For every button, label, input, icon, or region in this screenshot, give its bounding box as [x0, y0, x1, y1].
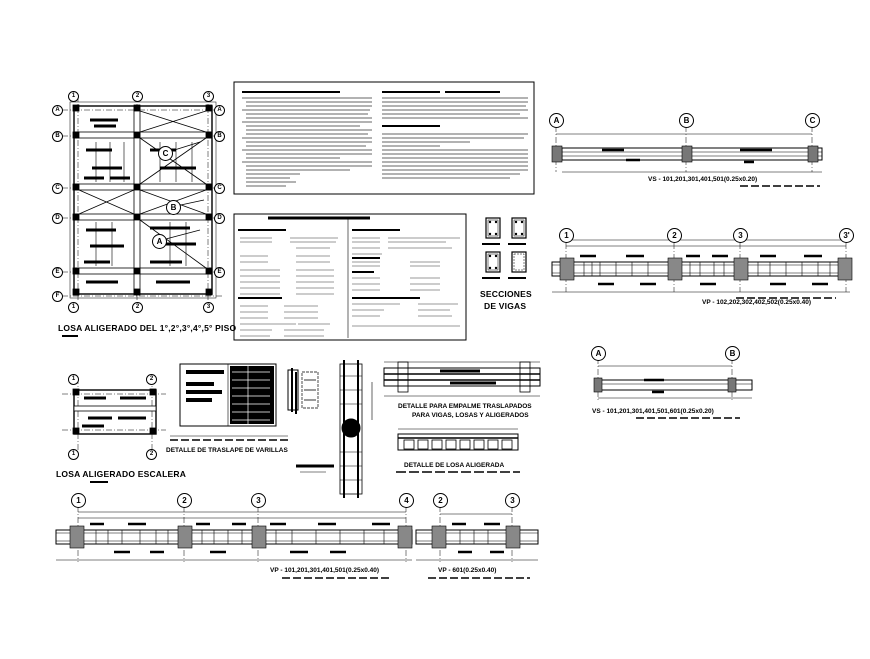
axis-bubble: 2 [433, 493, 448, 508]
losa-piso-title: LOSA ALIGERADO DEL 1°,2°,3°,4°,5° PISO [58, 323, 237, 333]
empalme-detail [383, 361, 541, 397]
axis-bubble: 1 [68, 449, 79, 460]
losa-aligerada-title: DETALLE DE LOSA ALIGERADA [404, 462, 505, 469]
secciones-title-1: SECCIONES [480, 289, 532, 299]
axis-bubble: A [52, 105, 63, 116]
empalme-title-1: DETALLE PARA EMPALME TRASLAPADOS [398, 403, 532, 410]
specs-box [233, 213, 467, 341]
vp-bottom-beam [55, 506, 413, 579]
column-sketches [287, 360, 373, 498]
axis-bubble: B [52, 131, 63, 142]
axis-bubble: B [725, 346, 740, 361]
axis-bubble: 3 [203, 91, 214, 102]
axis-bubble: C [214, 183, 225, 194]
losa-piso-plan [62, 96, 224, 302]
vp601-beam [415, 506, 539, 579]
axis-bubble: 3 [203, 302, 214, 313]
vs-small-title: VS - 101,201,301,401,501,601(0.25x0.20) [592, 408, 714, 415]
axis-bubble: A [549, 113, 564, 128]
callout-bubble: B [166, 200, 181, 215]
axis-bubble: E [52, 267, 63, 278]
vp601-title: VP - 601(0.25x0.40) [438, 567, 497, 574]
axis-bubble: 2 [177, 493, 192, 508]
axis-bubble: 2 [132, 302, 143, 313]
axis-bubble: F [52, 291, 63, 302]
axis-bubble: 1 [559, 228, 574, 243]
axis-bubble: C [52, 183, 63, 194]
axis-bubble: 1 [71, 493, 86, 508]
traslape-title: DETALLE DE TRASLAPE DE VARILLAS [166, 447, 288, 454]
axis-bubble: 3 [251, 493, 266, 508]
vs-small-beam [593, 358, 753, 419]
vs-top-beam [551, 126, 823, 187]
axis-bubble: 4 [399, 493, 414, 508]
losa-aligerada-detail [396, 428, 520, 473]
axis-bubble: 2 [146, 374, 157, 385]
axis-bubble: 1 [68, 302, 79, 313]
axis-bubble: 3 [733, 228, 748, 243]
empalme-title-2: PARA VIGAS, LOSAS Y ALIGERADOS [412, 412, 529, 419]
axis-bubble: 1 [68, 91, 79, 102]
secciones-vigas [482, 217, 527, 279]
axis-bubble: 2 [146, 449, 157, 460]
axis-bubble: E [214, 267, 225, 278]
losa-escalera-title: LOSA ALIGERADO ESCALERA [56, 469, 187, 479]
axis-bubble: D [214, 213, 225, 224]
axis-bubble: C [805, 113, 820, 128]
vp-bottom-title: VP - 101,201,301,401,501(0.25x0.40) [270, 567, 380, 574]
traslape-detail [170, 363, 288, 441]
axis-bubble: B [679, 113, 694, 128]
vp-right-beam [551, 232, 853, 299]
axis-bubble: 3' [839, 228, 854, 243]
axis-bubble: 2 [132, 91, 143, 102]
callout-bubble: A [152, 234, 167, 249]
secciones-title-2: DE VIGAS [484, 301, 527, 311]
vs-top-title: VS - 101,201,301,401,501(0.25x0.20) [648, 176, 758, 183]
vp-right-title: VP - 102,202,302,402,502(0.25x0.40) [702, 299, 812, 306]
axis-bubble: B [214, 131, 225, 142]
losa-escalera-plan [62, 378, 166, 450]
axis-bubble: D [52, 213, 63, 224]
callout-bubble: C [158, 146, 173, 161]
axis-bubble: A [214, 105, 225, 116]
axis-bubble: 2 [667, 228, 682, 243]
axis-bubble: 1 [68, 374, 79, 385]
axis-bubble: A [591, 346, 606, 361]
axis-bubble: 3 [505, 493, 520, 508]
notes-box [233, 81, 535, 195]
